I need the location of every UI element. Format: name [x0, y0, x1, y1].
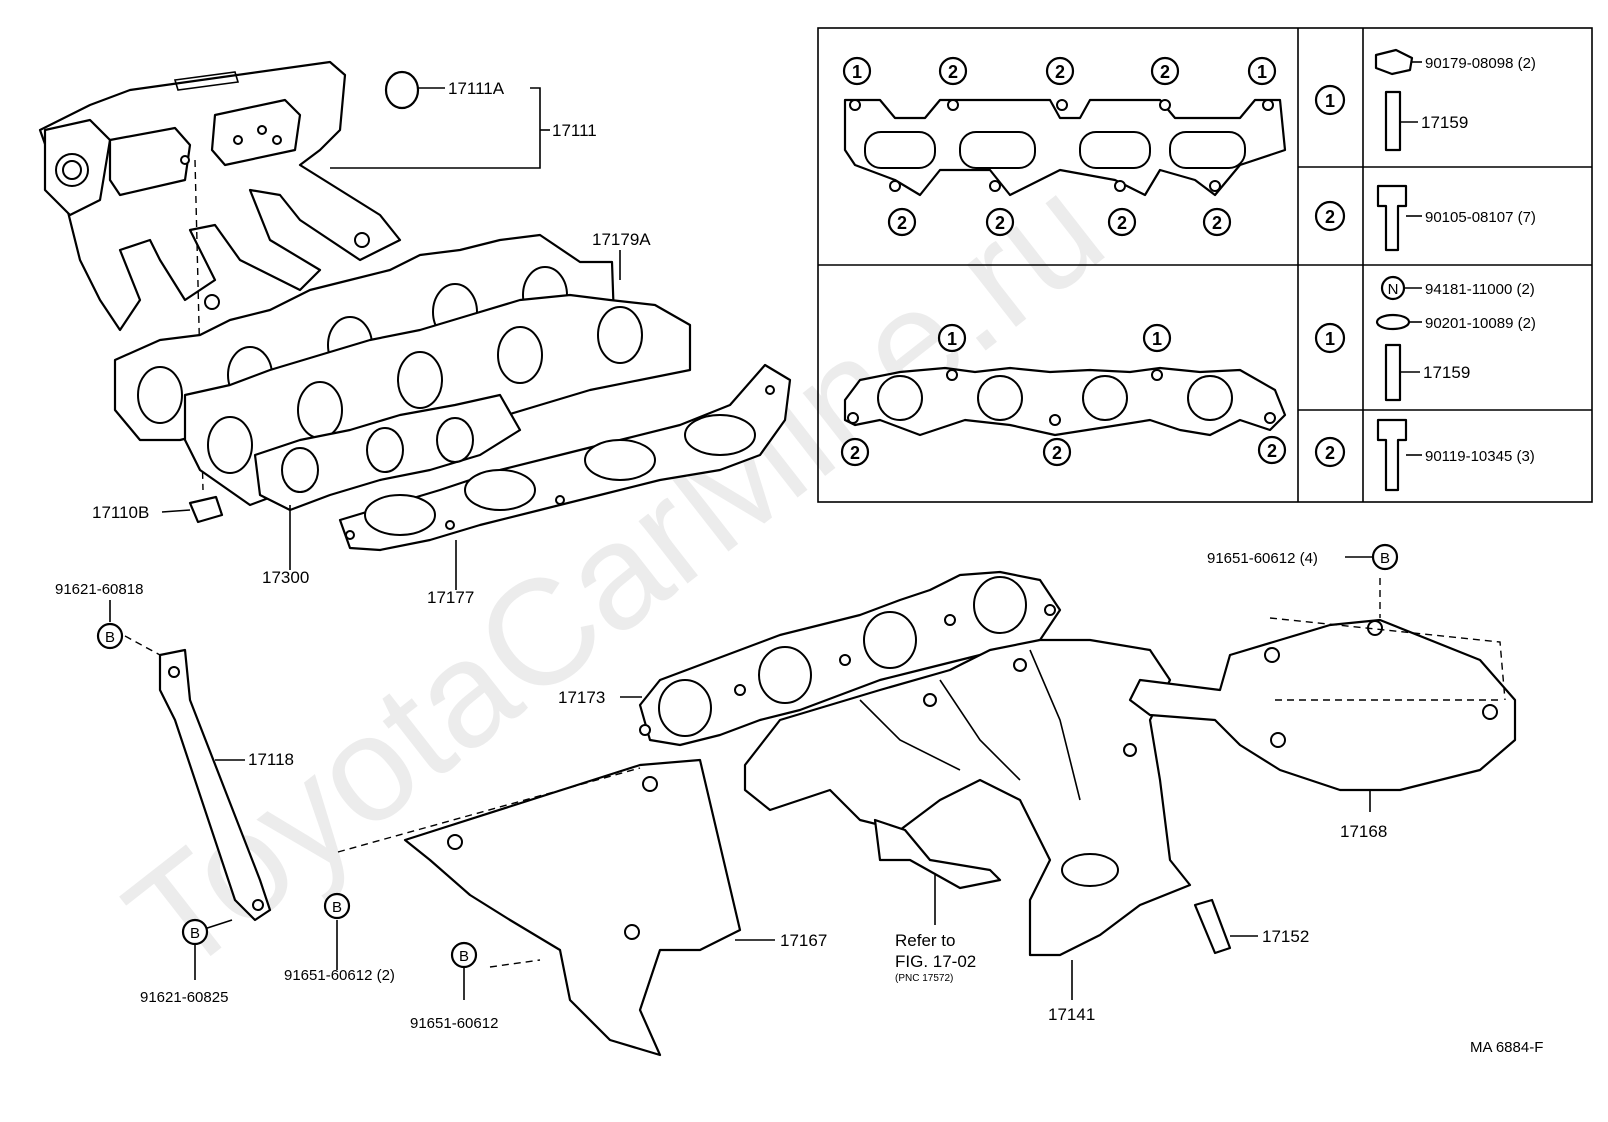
legend-gasket-lower: [843, 366, 1287, 437]
intake-manifold-17111: [38, 60, 402, 332]
legend-part: 90119-10345 (3): [1425, 448, 1535, 465]
svg-text:2: 2: [1325, 207, 1335, 227]
svg-text:2: 2: [1160, 62, 1170, 82]
svg-text:2: 2: [850, 443, 860, 463]
svg-text:2: 2: [1117, 213, 1127, 233]
marker-b-5: B: [1371, 543, 1399, 571]
label-17110B: 17110B: [92, 503, 149, 522]
svg-text:N: N: [1388, 281, 1399, 298]
refer-line1: Refer to: [895, 931, 955, 950]
label-91621-60818: 91621-60818: [55, 581, 143, 598]
label-17167: 17167: [780, 931, 827, 950]
legend-part: 17159: [1421, 113, 1468, 132]
n-nut-icon: N: [1380, 275, 1406, 301]
svg-text:1: 1: [1325, 91, 1335, 111]
svg-text:2: 2: [1212, 213, 1222, 233]
marker-b-1: B: [96, 622, 124, 650]
svg-text:B: B: [1380, 550, 1390, 567]
label-91651-60612: 91651-60612: [410, 1015, 498, 1032]
exhaust-gasket-17173: [638, 570, 1062, 747]
exhaust-manifold-17141: [743, 638, 1192, 957]
insulator17167-bolt-guide: [337, 767, 641, 968]
flange-bolt-icon: [1376, 184, 1408, 252]
svg-text:2: 2: [1052, 443, 1062, 463]
label-91651-60612-4: 91651-60612 (4): [1207, 550, 1318, 567]
svg-text:2: 2: [948, 62, 958, 82]
legend-part: 90105-08107 (7): [1425, 209, 1536, 226]
heat-insulator-17168: [1128, 618, 1517, 792]
plug-17111A: [384, 70, 420, 110]
svg-text:B: B: [332, 899, 342, 916]
label-17118: 17118: [248, 750, 294, 769]
svg-text:B: B: [105, 629, 115, 646]
bracket-17572: [873, 818, 1002, 890]
insulator-bolt-guide: [1269, 578, 1506, 701]
label-17173: 17173: [558, 688, 605, 707]
label-17111: 17111: [552, 121, 597, 140]
svg-text:1: 1: [1257, 62, 1267, 82]
stud-17110B: [188, 495, 224, 524]
stay-bolt-guide: [124, 635, 161, 656]
svg-text:B: B: [190, 925, 200, 942]
label-17168: 17168: [1340, 822, 1387, 841]
marker-b-2: B: [181, 918, 209, 946]
footer-code: MA 6884-F: [1470, 1039, 1543, 1056]
svg-text:2: 2: [897, 213, 907, 233]
stud-icon: [1384, 90, 1402, 152]
flange-bolt-icon: [1376, 418, 1408, 492]
svg-text:1: 1: [1325, 329, 1335, 349]
svg-text:2: 2: [1055, 62, 1065, 82]
leader-lines: [109, 61, 1422, 1000]
stud-17152: [1193, 898, 1232, 955]
legend-part: 94181-11000 (2): [1425, 281, 1535, 298]
washer-icon: [1375, 313, 1411, 331]
refer-line3: (PNC 17572): [895, 973, 953, 984]
marker-b-3: B: [323, 892, 351, 920]
svg-text:B: B: [459, 948, 469, 965]
legend-gasket-upper: [843, 98, 1287, 197]
svg-text:2: 2: [1325, 443, 1335, 463]
legend-part: 90201-10089 (2): [1425, 315, 1536, 332]
manifold-stay-17118: [158, 648, 272, 922]
svg-text:1: 1: [852, 62, 862, 82]
legend-part: 90179-08098 (2): [1425, 55, 1536, 72]
position-markers: 1 2 2 2 1 2 2 2 2 1 1 2 2 2 1 2 1 2: [840, 56, 1346, 468]
svg-text:1: 1: [947, 329, 957, 349]
marker-b-4: B: [450, 941, 478, 969]
nut-icon: [1374, 48, 1414, 76]
svg-text:2: 2: [995, 213, 1005, 233]
label-17152: 17152: [1262, 927, 1309, 946]
refer-line2: FIG. 17-02: [895, 952, 976, 971]
heat-insulator-17167: [403, 758, 742, 1057]
label-17300: 17300: [262, 568, 309, 587]
label-91621-60825: 91621-60825: [140, 989, 228, 1006]
stud-icon: [1384, 343, 1402, 402]
label-17111A: 17111A: [448, 79, 505, 98]
fastener-legend-table: [817, 27, 1593, 503]
intake-gasket-17177: [338, 363, 792, 552]
label-91651-60612-2: 91651-60612 (2): [284, 967, 395, 984]
legend-part: 17159: [1423, 363, 1470, 382]
label-17177: 17177: [427, 588, 474, 607]
label-17141: 17141: [1048, 1005, 1095, 1024]
svg-text:2: 2: [1267, 441, 1277, 461]
label-17179A: 17179A: [592, 230, 651, 249]
svg-text:1: 1: [1152, 329, 1162, 349]
